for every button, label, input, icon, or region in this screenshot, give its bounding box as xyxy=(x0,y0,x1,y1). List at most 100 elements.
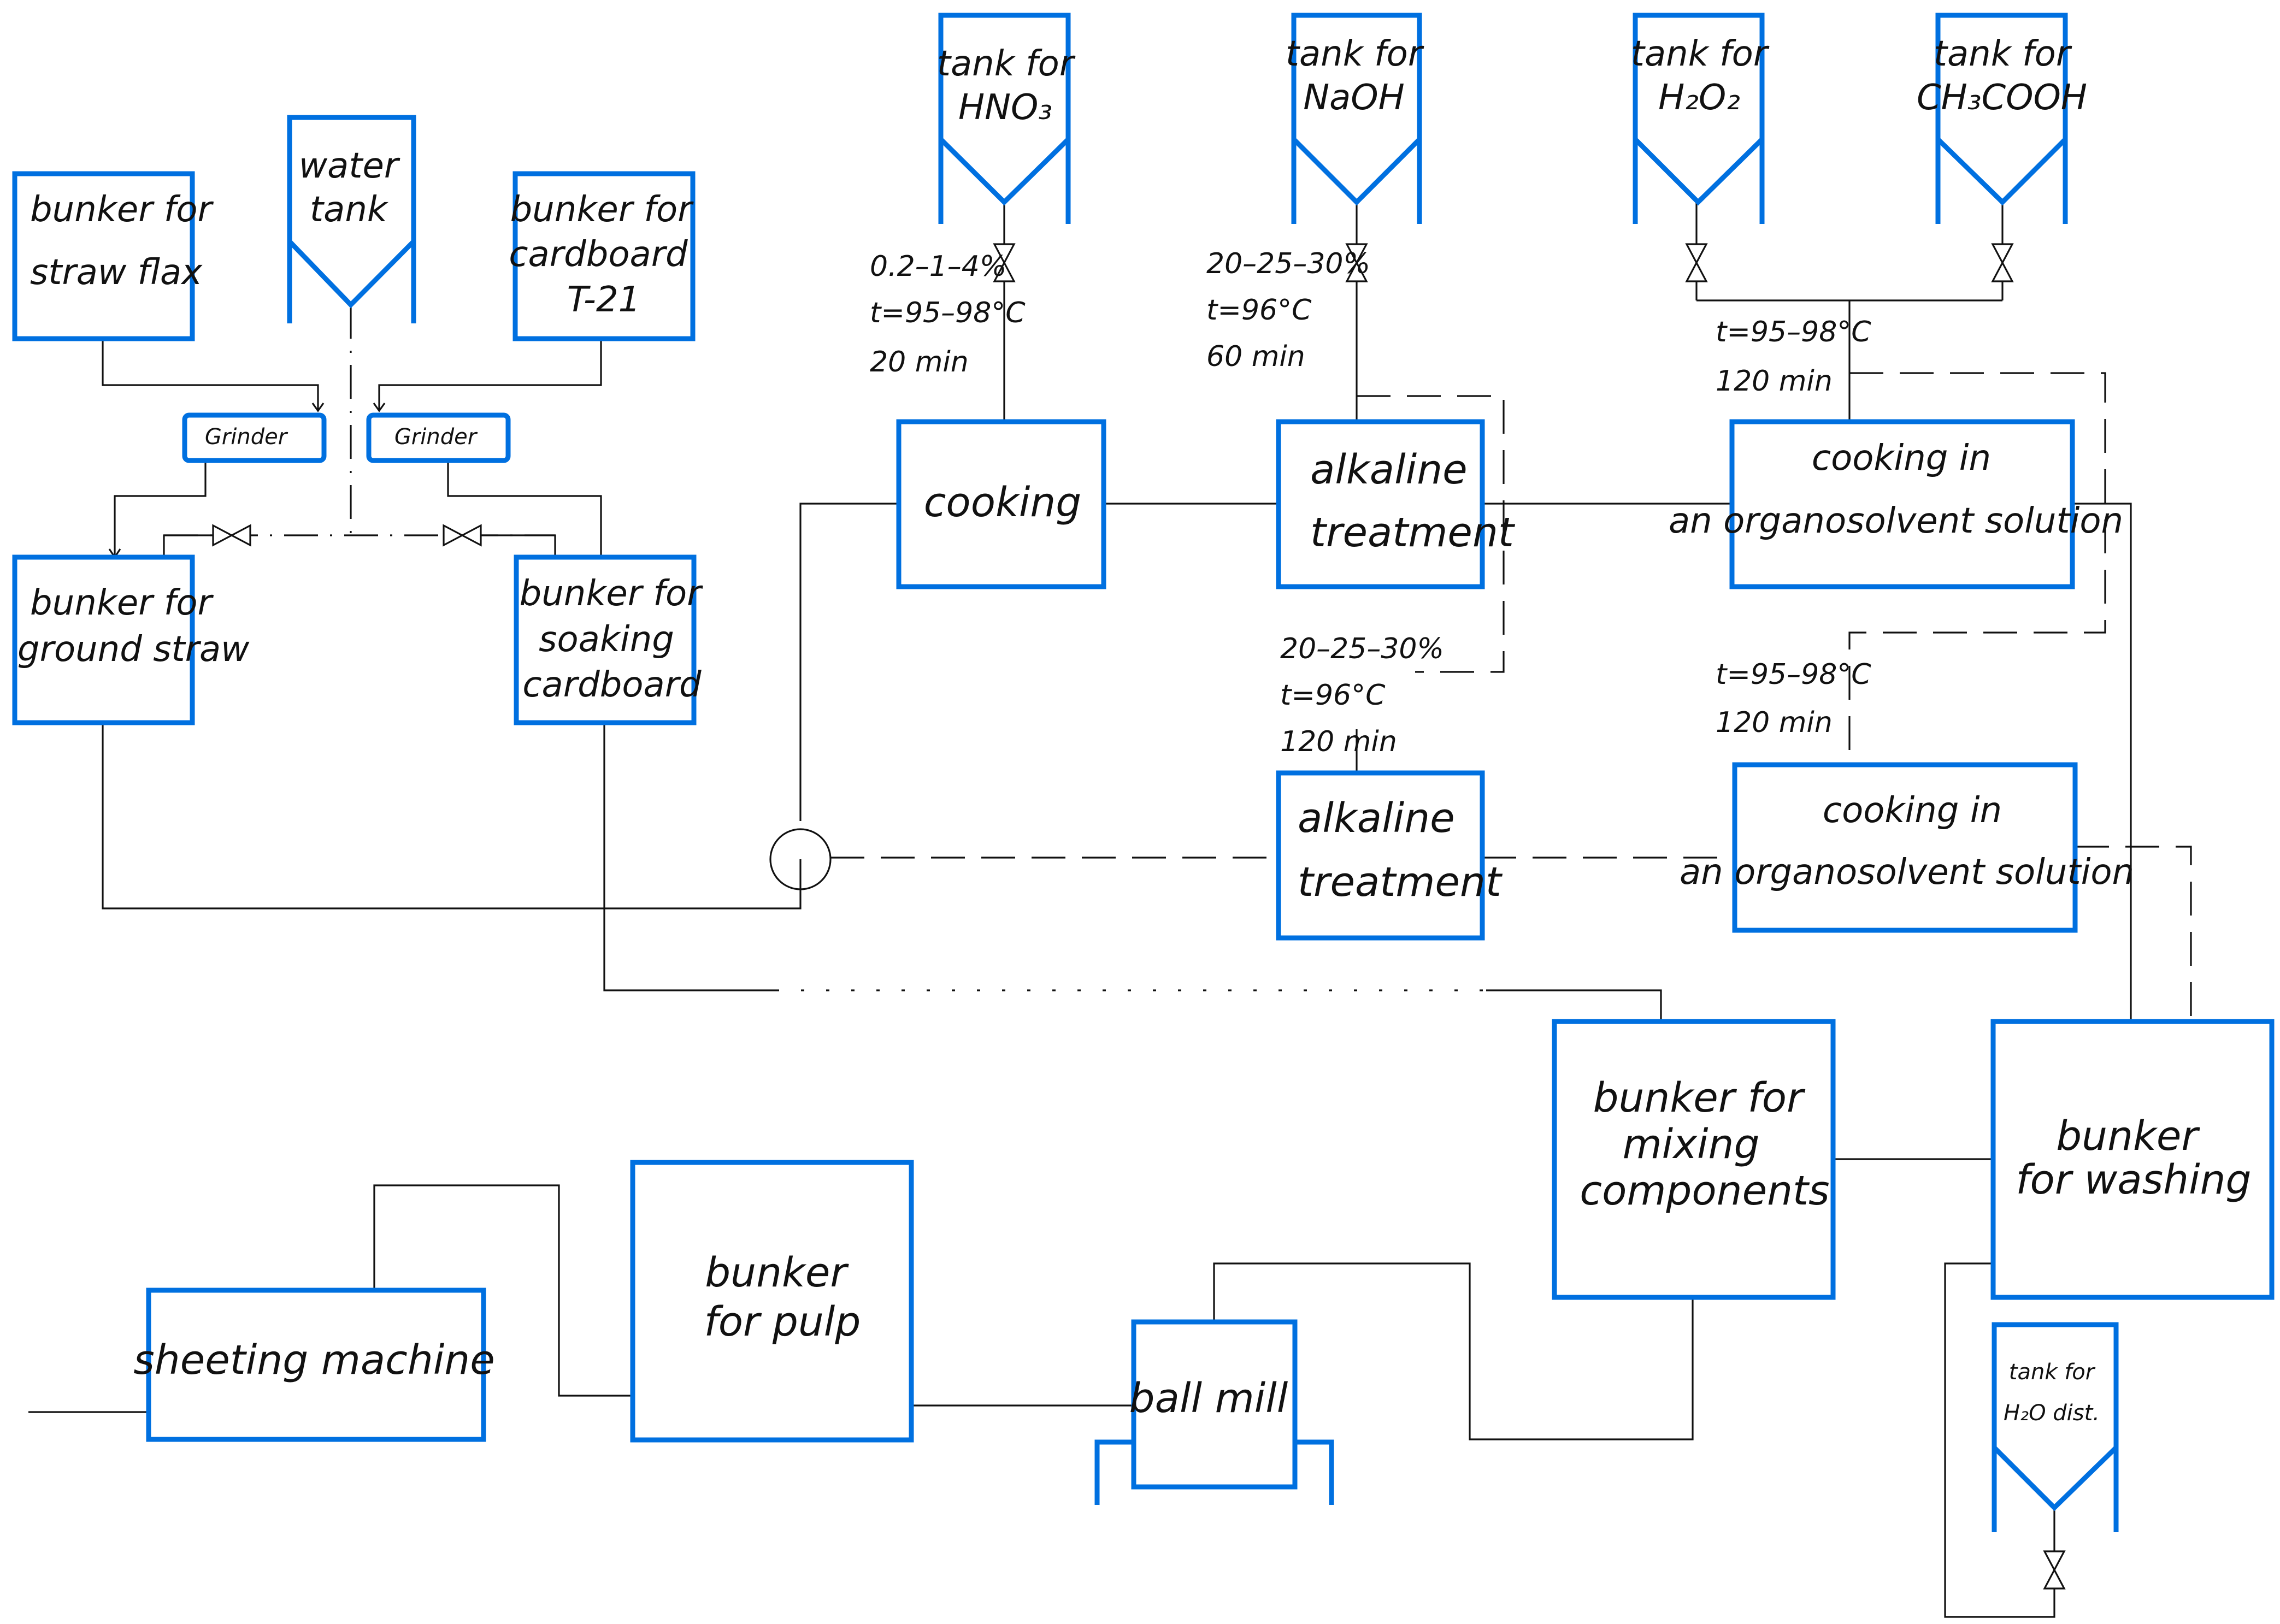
note-hno3-time: 20 min xyxy=(870,346,969,379)
note-hno3-temperature: t=95–98°C xyxy=(870,297,1026,329)
tank-hno3-line-1: tank for xyxy=(937,44,1076,84)
alkaline-top-box xyxy=(1276,419,1485,589)
water-tank-line-1: water xyxy=(299,146,400,186)
bunker-mixing-box xyxy=(1552,1019,1836,1300)
bunker-soaking-cardboard[interactable]: bunker for soaking cardboard xyxy=(514,554,703,725)
tank-ch3cooh-line-2: CH₃COOH xyxy=(1917,78,2087,118)
bunker-washing[interactable]: bunker for washing xyxy=(1990,1019,2275,1300)
bunker-cardboard[interactable]: bunker for cardboard T-21 xyxy=(509,171,696,341)
bunker-ground-straw[interactable]: bunker for ground straw xyxy=(12,554,250,725)
water-tank-line-2: tank xyxy=(310,190,389,230)
tank-naoh-outline xyxy=(1291,13,1422,224)
grinder-left[interactable]: Grinder xyxy=(182,412,327,463)
bunker-pulp-line-1: bunker xyxy=(705,1249,849,1296)
bunker-ground-straw-line-2: ground straw xyxy=(17,629,250,670)
bunker-soaking-line-3: cardboard xyxy=(522,665,702,705)
tank-h2o2-line-1: tank for xyxy=(1631,34,1770,74)
valve-water-right[interactable] xyxy=(443,524,482,547)
line-water-to-groundstraw xyxy=(163,534,213,557)
organo-top-line-1: cooking in xyxy=(1812,438,1991,479)
grinder-right[interactable]: Grinder xyxy=(366,412,511,463)
tank-ch3cooh-outline xyxy=(1935,13,2068,224)
ball-mill-label: ball mill xyxy=(1129,1375,1288,1422)
sheeting-machine[interactable]: sheeting machine xyxy=(133,1288,495,1442)
organo-bottom-line-1: cooking in xyxy=(1823,790,2002,831)
cooking-label: cooking xyxy=(924,479,1082,526)
line-naoh-dashed-loop xyxy=(1357,395,1505,673)
tank-h2o2[interactable]: tank for H₂O₂ xyxy=(1631,13,1770,224)
alkaline-bottom-box xyxy=(1276,770,1485,941)
tanks: water tank tank for HNO₃ tank for NaOH t… xyxy=(287,13,2119,1532)
valve-naoh[interactable] xyxy=(1345,243,1368,282)
bunker-straw-flax-box xyxy=(12,171,195,341)
note-naoh-temperature: t=96°C xyxy=(1206,294,1312,327)
bunker-straw-flax-line-2: straw flax xyxy=(30,252,203,293)
alkaline-top-line-2: treatment xyxy=(1310,509,1516,556)
junction-circle xyxy=(769,828,832,890)
alkaline-bottom-line-2: treatment xyxy=(1298,859,1503,906)
bunker-ground-straw-line-1: bunker for xyxy=(30,583,214,623)
valve-water-left[interactable] xyxy=(212,524,251,547)
line-organo-dashed-loop xyxy=(1848,372,2106,765)
valve-hno3[interactable] xyxy=(993,243,1016,282)
valve-h2o2[interactable] xyxy=(1685,243,1708,282)
water-tank[interactable]: water tank xyxy=(287,115,416,323)
process-units: bunker for straw flax bunker for cardboa… xyxy=(12,171,2275,1505)
line-grinder-groundstraw xyxy=(114,462,207,557)
alkaline-treatment-top[interactable]: alkaline treatment xyxy=(1276,419,1516,589)
ball-mill-box xyxy=(1131,1319,1298,1490)
organo-top-line-2: an organosolvent solution xyxy=(1669,501,2123,541)
valves xyxy=(212,243,2066,1590)
valve-ch3cooh[interactable] xyxy=(1991,243,2014,282)
bunker-cardboard-line-3: T-21 xyxy=(567,280,641,320)
ball-mill-supports xyxy=(1094,1439,1334,1505)
organo-top-box xyxy=(1729,419,2075,589)
tank-ch3cooh-line-1: tank for xyxy=(1934,34,2072,74)
alkaline-bottom-line-1: alkaline xyxy=(1298,795,1455,842)
tank-ch3cooh[interactable]: tank for CH₃COOH xyxy=(1917,13,2087,224)
tank-h2o-dist-outline xyxy=(1992,1322,2119,1532)
tank-naoh-line-1: tank for xyxy=(1286,34,1424,74)
bunker-mixing-line-1: bunker for xyxy=(1593,1074,1806,1121)
tank-hno3-line-2: HNO₃ xyxy=(958,87,1052,128)
bunker-pulp-line-2: for pulp xyxy=(704,1298,861,1345)
line-cardboard-grinder xyxy=(378,340,602,411)
note-organo-bottom-temperature: t=95–98°C xyxy=(1716,658,1871,691)
bunker-cardboard-line-2: cardboard xyxy=(509,234,688,275)
tank-h2o-dist-line-2: H₂O dist. xyxy=(2004,1401,2100,1426)
pipelines xyxy=(28,202,2192,1618)
bunker-pulp[interactable]: bunker for pulp xyxy=(630,1160,914,1443)
tank-h2o2-line-2: H₂O₂ xyxy=(1658,78,1740,118)
note-alkaline-bottom-time: 120 min xyxy=(1280,725,1397,758)
organo-bottom-box xyxy=(1732,762,2078,933)
tank-h2o-dist[interactable]: tank for H₂O dist. xyxy=(1992,1322,2119,1532)
bunker-straw-flax[interactable]: bunker for straw flax xyxy=(12,171,214,341)
cooking-unit[interactable]: cooking xyxy=(896,419,1106,589)
grinder-left-label: Grinder xyxy=(205,424,288,450)
ball-mill[interactable]: ball mill xyxy=(1094,1319,1334,1505)
note-naoh-concentration: 20–25–30% xyxy=(1206,247,1370,280)
valve-h2o-dist[interactable] xyxy=(2043,1550,2066,1590)
alkaline-treatment-bottom[interactable]: alkaline treatment xyxy=(1276,770,1503,941)
line-groundstraw-main xyxy=(102,724,802,910)
tank-naoh[interactable]: tank for NaOH xyxy=(1286,13,1424,224)
bunker-straw-flax-line-1: bunker for xyxy=(30,190,214,230)
bunker-washing-line-2: for washing xyxy=(2016,1156,2251,1203)
tank-hno3[interactable]: tank for HNO₃ xyxy=(937,13,1076,224)
tank-h2o-dist-line-1: tank for xyxy=(2009,1360,2096,1385)
sheeting-machine-box xyxy=(146,1288,486,1442)
organosolvent-top[interactable]: cooking in an organosolvent solution xyxy=(1669,419,2123,589)
organosolvent-bottom[interactable]: cooking in an organosolvent solution xyxy=(1680,762,2134,933)
grinder-left-box xyxy=(182,412,327,463)
tank-naoh-line-2: NaOH xyxy=(1303,78,1405,118)
bunker-soaking-box xyxy=(514,554,697,725)
bunker-cardboard-line-1: bunker for xyxy=(510,190,694,230)
line-soaking-to-mixing xyxy=(1486,989,1662,1021)
arrow-grinder-right xyxy=(373,403,386,412)
bunker-mixing-components[interactable]: bunker for mixing components xyxy=(1552,1019,1836,1300)
line-main-to-cooking xyxy=(799,503,898,821)
line-grinder-soaking xyxy=(447,462,602,557)
line-organo-washing xyxy=(2072,503,2132,1021)
line-water-to-soaking xyxy=(481,534,556,557)
